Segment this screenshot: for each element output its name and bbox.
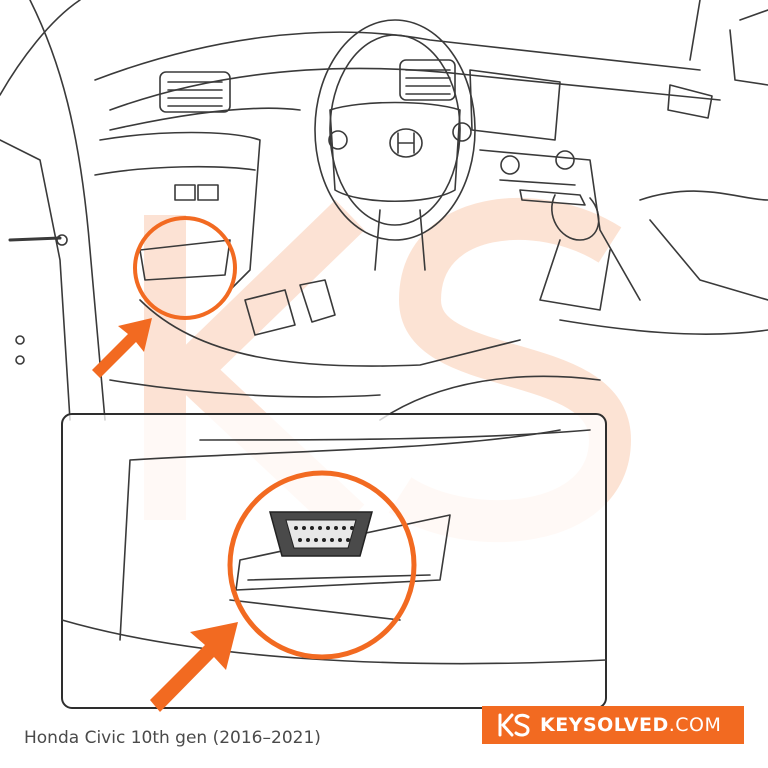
pointer-arrow-small [92, 318, 152, 378]
port-location-circle-large [227, 470, 417, 660]
brand-name-suffix: .COM [668, 714, 722, 736]
brand-name: KEYSOLVED.COM [540, 714, 721, 736]
keysolved-brand-badge[interactable]: KEYSOLVED.COM [482, 706, 744, 744]
vehicle-caption: Honda Civic 10th gen (2016–2021) [24, 728, 321, 748]
inset-line-art [61, 429, 607, 665]
inset-frame [61, 413, 607, 709]
pointer-arrow-large [150, 622, 238, 712]
ks-logo-icon [498, 713, 530, 737]
obd-connector [269, 511, 373, 557]
port-location-circle-small [133, 216, 237, 320]
cabin-line-art [0, 0, 768, 421]
brand-name-strong: KEYSOLVED [540, 714, 669, 736]
